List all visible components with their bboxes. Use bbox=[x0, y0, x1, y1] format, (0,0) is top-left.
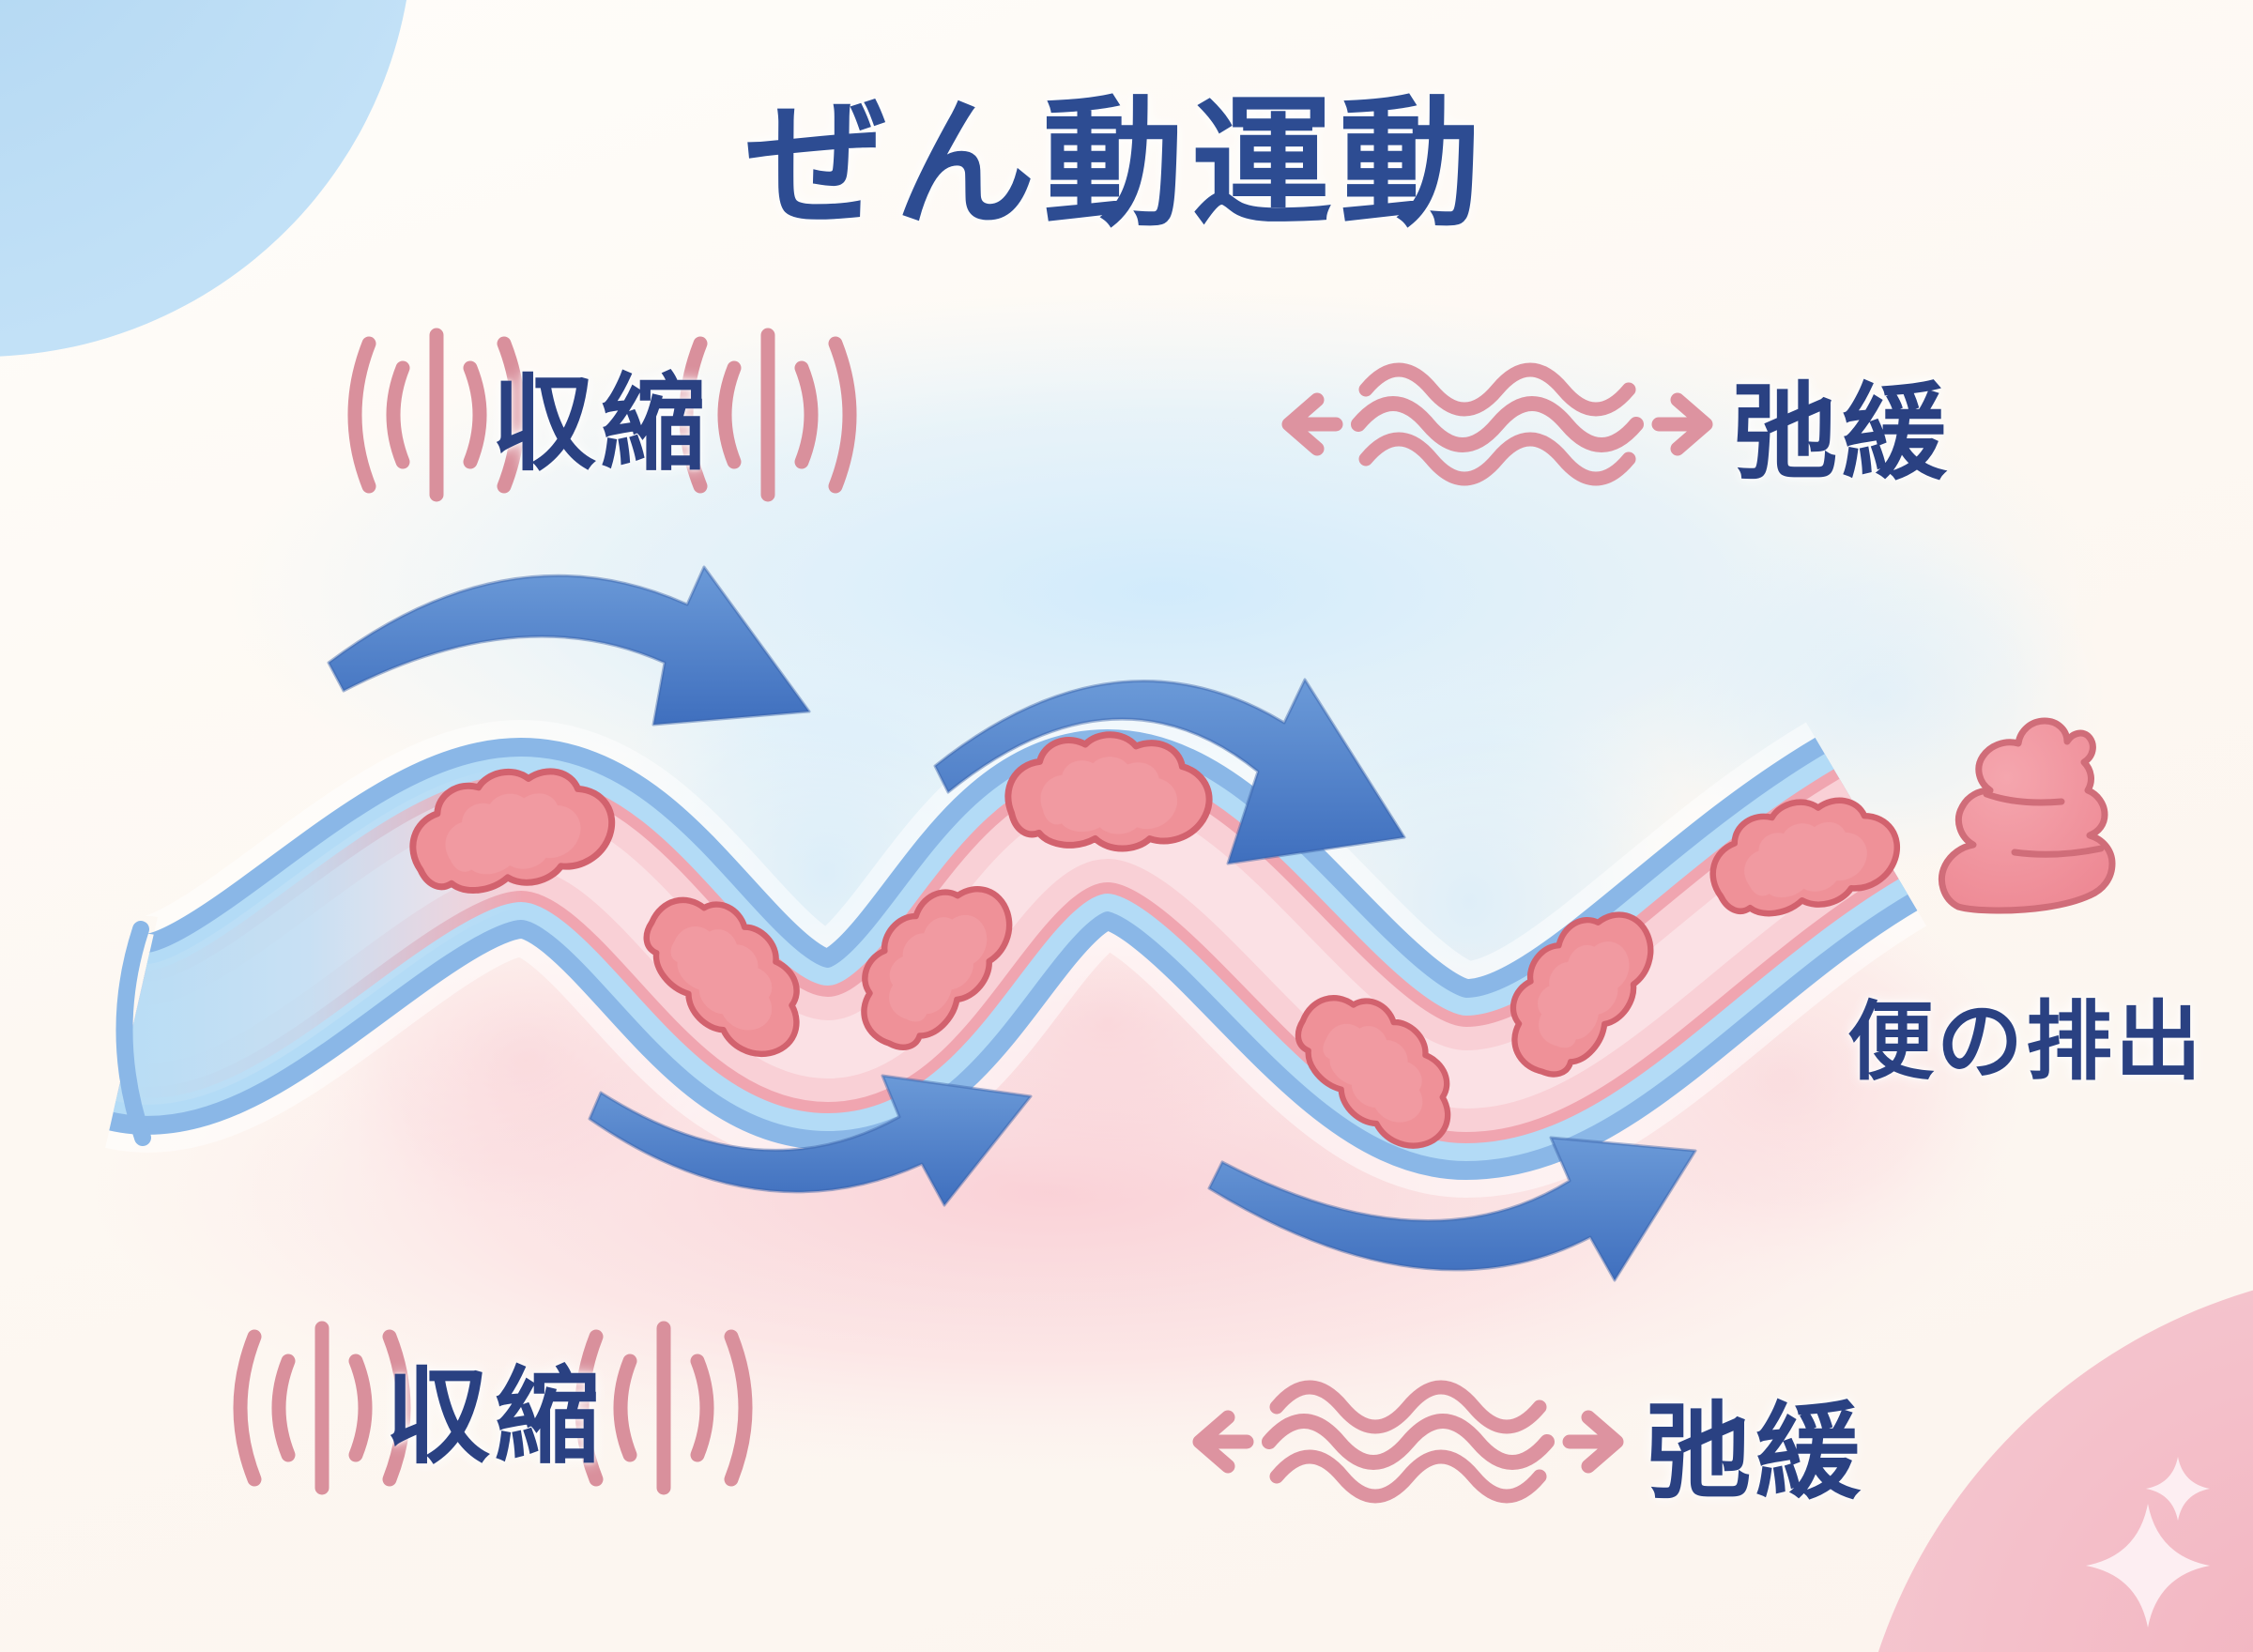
corner-circle-blue bbox=[0, 0, 406, 357]
label-relaxation-top: 弛緩 bbox=[1732, 373, 1952, 495]
stool-icon bbox=[1939, 717, 2116, 914]
label-relaxation-bottom: 弛緩 bbox=[1646, 1392, 1865, 1514]
flow-arrow-top-right bbox=[933, 678, 1406, 865]
peristalsis-flow-arrow-icon bbox=[327, 565, 1697, 1282]
flow-arrow-bottom-left bbox=[588, 1074, 1033, 1207]
corner-circle-pink bbox=[1878, 1290, 2253, 1652]
flow-arrow-bottom-right bbox=[1207, 1136, 1697, 1282]
label-contraction-bottom: 収縮 bbox=[385, 1356, 605, 1478]
label-contraction-top: 収縮 bbox=[491, 363, 711, 485]
page-title: ぜん動運動 bbox=[745, 83, 1489, 247]
tube-left-opening-lip bbox=[115, 921, 151, 1146]
flow-arrow-top-left bbox=[327, 565, 811, 727]
label-stool-excretion: 便の排出 bbox=[1847, 991, 2205, 1093]
